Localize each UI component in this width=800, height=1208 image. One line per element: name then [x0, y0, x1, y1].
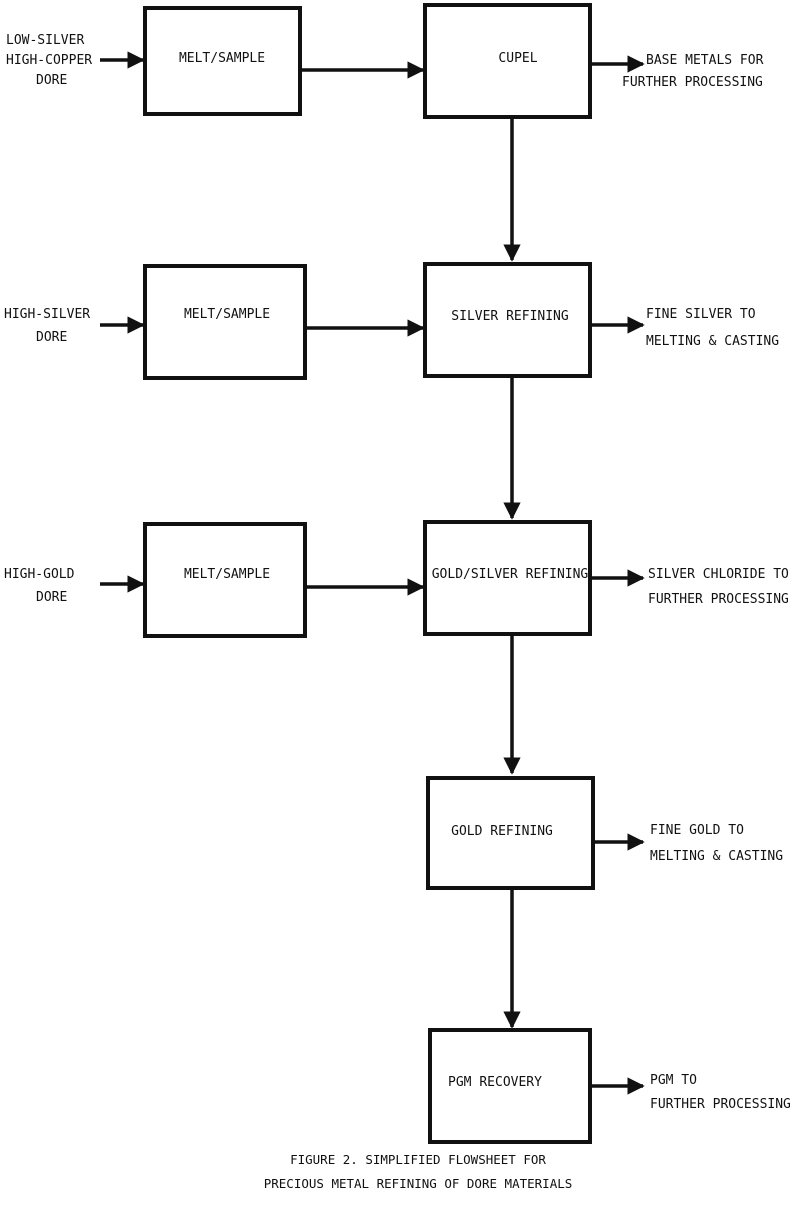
svg-text:LOW-SILVER: LOW-SILVER	[6, 33, 84, 48]
svg-text:FINE SILVER TO: FINE SILVER TO	[646, 307, 756, 322]
box-melt-sample-1: MELT/SAMPLE	[143, 6, 302, 116]
svg-text:GOLD REFINING: GOLD REFINING	[451, 824, 553, 839]
svg-text:MELT/SAMPLE: MELT/SAMPLE	[184, 567, 270, 582]
figure-caption: FIGURE 2. SIMPLIFIED FLOWSHEET FOR PRECI…	[264, 1152, 573, 1191]
svg-text:MELTING & CASTING: MELTING & CASTING	[646, 334, 779, 349]
box-gold-silver-refining: GOLD/SILVER REFINING	[423, 520, 592, 636]
svg-text:MELT/SAMPLE: MELT/SAMPLE	[179, 51, 265, 66]
svg-text:SILVER CHLORIDE TO: SILVER CHLORIDE TO	[648, 567, 789, 582]
svg-text:DORE: DORE	[36, 73, 67, 88]
box-gold-refining: GOLD REFINING	[426, 776, 595, 890]
svg-text:PRECIOUS METAL REFINING OF DOR: PRECIOUS METAL REFINING OF DORE MATERIAL…	[264, 1176, 573, 1191]
svg-text:HIGH-COPPER: HIGH-COPPER	[6, 53, 92, 68]
svg-text:HIGH-SILVER: HIGH-SILVER	[4, 307, 90, 322]
svg-text:PGM RECOVERY: PGM RECOVERY	[448, 1075, 542, 1090]
input-high-silver: HIGH-SILVER DORE	[4, 307, 90, 345]
svg-text:BASE METALS FOR: BASE METALS FOR	[646, 53, 764, 68]
output-silver-chloride: SILVER CHLORIDE TO FURTHER PROCESSING	[648, 567, 789, 607]
svg-text:GOLD/SILVER REFINING: GOLD/SILVER REFINING	[432, 567, 589, 582]
svg-text:FIGURE 2. SIMPLIFIED FLOWSHEE: FIGURE 2. SIMPLIFIED FLOWSHEET FOR	[290, 1152, 546, 1167]
input-low-silver: LOW-SILVER HIGH-COPPER DORE	[6, 33, 92, 88]
svg-text:PGM TO: PGM TO	[650, 1073, 697, 1088]
output-fine-gold: FINE GOLD TO MELTING & CASTING	[650, 823, 783, 864]
svg-text:HIGH-GOLD: HIGH-GOLD	[4, 567, 75, 582]
svg-text:SILVER REFINING: SILVER REFINING	[451, 309, 569, 324]
svg-text:DORE: DORE	[36, 590, 67, 605]
box-silver-refining: SILVER REFINING	[423, 262, 592, 378]
box-pgm-recovery: PGM RECOVERY	[428, 1028, 592, 1144]
output-base-metals: BASE METALS FOR FURTHER PROCESSING	[622, 53, 764, 90]
output-fine-silver: FINE SILVER TO MELTING & CASTING	[646, 307, 779, 349]
input-high-gold: HIGH-GOLD DORE	[4, 567, 75, 605]
box-melt-sample-2: MELT/SAMPLE	[143, 264, 307, 380]
svg-text:FINE GOLD TO: FINE GOLD TO	[650, 823, 744, 838]
svg-text:CUPEL: CUPEL	[498, 51, 537, 66]
svg-text:FURTHER PROCESSING: FURTHER PROCESSING	[648, 592, 789, 607]
svg-text:MELTING & CASTING: MELTING & CASTING	[650, 849, 783, 864]
svg-text:FURTHER PROCESSING: FURTHER PROCESSING	[622, 75, 763, 90]
box-cupel: CUPEL	[423, 3, 592, 119]
box-melt-sample-3: MELT/SAMPLE	[143, 522, 307, 638]
output-pgm: PGM TO FURTHER PROCESSING	[650, 1073, 791, 1112]
svg-text:MELT/SAMPLE: MELT/SAMPLE	[184, 307, 270, 322]
svg-text:FURTHER PROCESSING: FURTHER PROCESSING	[650, 1097, 791, 1112]
svg-text:DORE: DORE	[36, 330, 67, 345]
